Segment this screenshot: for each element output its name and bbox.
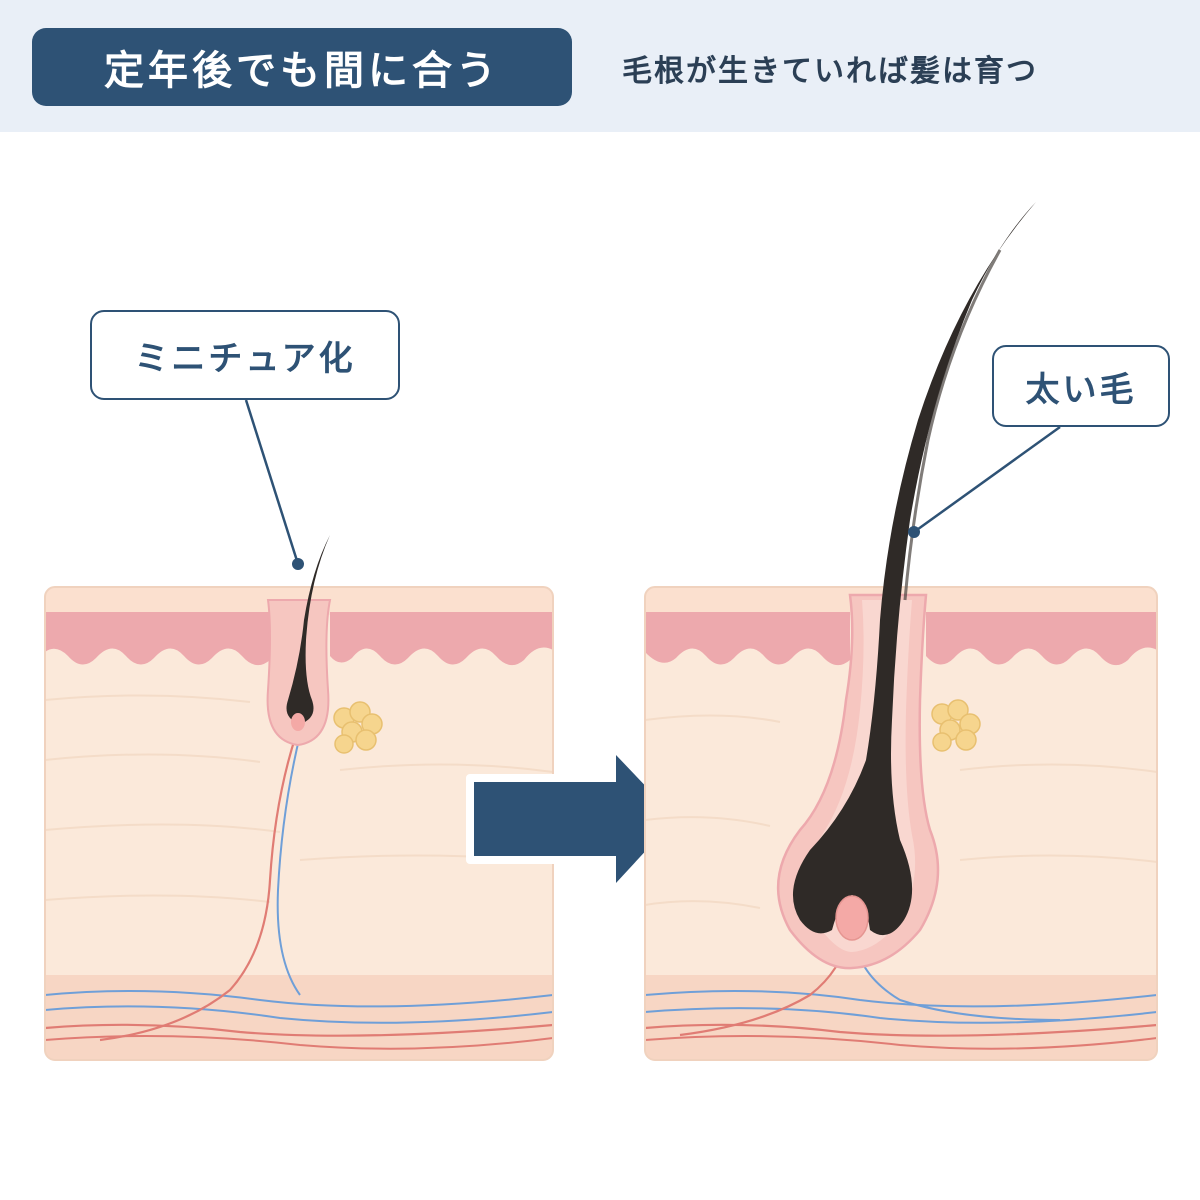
vein-line <box>645 1007 1157 1024</box>
artery-branch <box>99 734 298 1042</box>
callout-leader-line <box>244 399 300 565</box>
artery-line <box>645 1023 1157 1037</box>
hair-miniaturized <box>286 535 330 724</box>
skin-panel-miniaturized <box>44 399 554 1061</box>
skin-panel-thick <box>644 202 1158 1061</box>
epidermis-layer <box>645 612 1157 666</box>
epidermis-layer <box>45 612 553 666</box>
vein-line <box>45 990 553 1008</box>
dermis-texture <box>45 694 553 903</box>
sebaceous-gland <box>333 701 383 754</box>
vein-branch <box>276 734 301 996</box>
subcutaneous-layer <box>45 975 553 1060</box>
title-badge: 定年後でも間に合う <box>32 28 572 106</box>
artery-line <box>45 1023 553 1037</box>
header-band: 定年後でも間に合う 毛根が生きていれば髪は育つ <box>0 0 1200 132</box>
sebaceous-gland <box>931 699 981 752</box>
dermis-texture <box>645 714 1157 909</box>
artery-line <box>645 1035 1157 1050</box>
subtitle: 毛根が生きていれば髪は育つ <box>622 54 1038 89</box>
subcutaneous-layer <box>645 975 1157 1060</box>
label-miniaturized: ミニチュア化 <box>90 310 400 400</box>
vein-line <box>645 990 1157 1008</box>
hair-thick <box>792 202 1036 936</box>
hair-highlight <box>903 249 1002 601</box>
label-thick-hair: 太い毛 <box>992 345 1170 427</box>
dermal-papilla <box>291 713 305 731</box>
arrow-right-icon <box>466 744 684 894</box>
dermal-papilla <box>835 895 869 941</box>
vein-line <box>45 1005 553 1024</box>
callout-leader-line <box>913 425 1061 534</box>
